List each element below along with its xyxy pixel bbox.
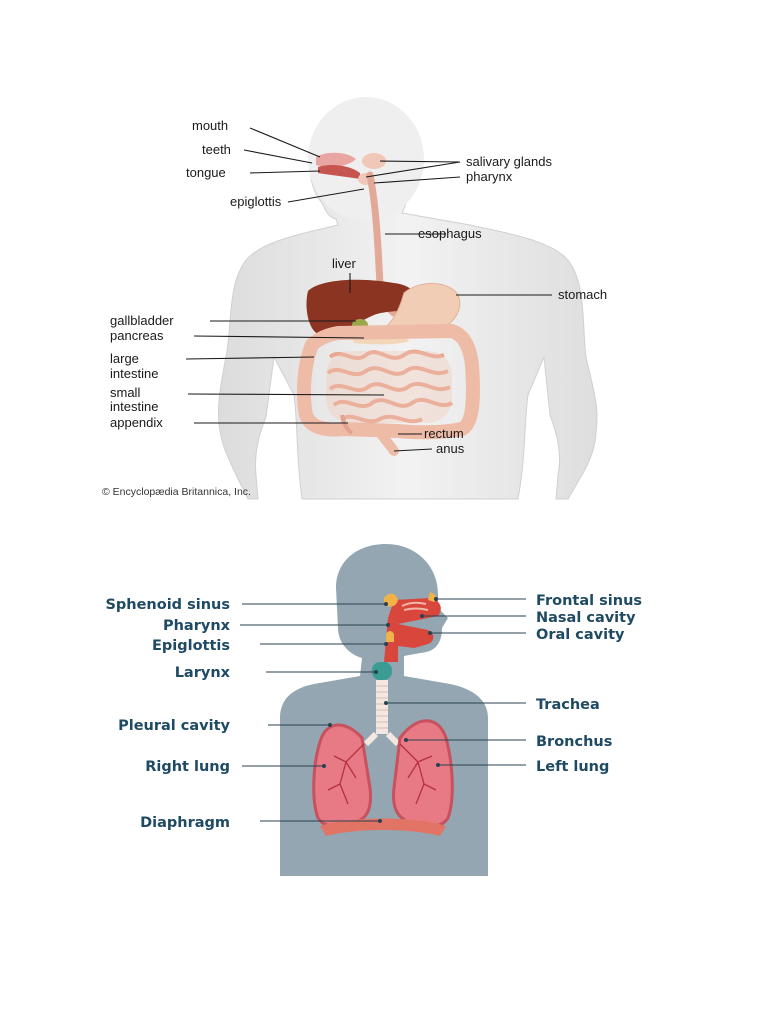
frontal-sinus-shape xyxy=(428,592,437,602)
salivary-gland-shape xyxy=(362,153,386,169)
left-lung-shape xyxy=(392,719,454,829)
label-pharynx: pharynx xyxy=(466,169,513,184)
copyright-notice: © Encyclopædia Britannica, Inc. xyxy=(102,486,251,498)
label-pleural-cavity: Pleural cavity xyxy=(118,718,230,734)
digestive-system-diagram: mouth teeth tongue epiglottis salivary g… xyxy=(98,95,668,500)
label-diaphragm: Diaphragm xyxy=(140,815,230,831)
respiratory-illustration: Sphenoid sinus Pharynx Epiglottis Larynx… xyxy=(105,544,642,876)
small-intestine-coils xyxy=(326,349,453,424)
tongue-shape xyxy=(318,165,360,179)
label-sphenoid-sinus: Sphenoid sinus xyxy=(105,597,230,613)
epiglottis-shape xyxy=(386,631,394,642)
label-nasal-cavity: Nasal cavity xyxy=(536,610,636,626)
label-salivary-glands: salivary glands xyxy=(466,154,552,169)
label-esophagus: esophagus xyxy=(418,226,482,241)
label-pharynx-resp: Pharynx xyxy=(163,618,231,634)
label-mouth: mouth xyxy=(192,118,228,133)
nasal-cavity-shape xyxy=(388,598,441,624)
digestive-illustration: mouth teeth tongue epiglottis salivary g… xyxy=(102,97,607,500)
digestive-leader-lines xyxy=(185,127,552,452)
label-stomach: stomach xyxy=(558,287,607,302)
trachea-shape xyxy=(363,680,401,747)
rectum-shape xyxy=(373,424,399,456)
label-small-intestine-1: small xyxy=(110,385,140,400)
label-larynx: Larynx xyxy=(175,665,231,681)
respiratory-system-diagram: Sphenoid sinus Pharynx Epiglottis Larynx… xyxy=(98,538,658,876)
label-rectum: rectum xyxy=(424,426,464,441)
label-bronchus: Bronchus xyxy=(536,734,612,750)
small-intestine-mass xyxy=(326,351,452,423)
label-large-intestine-1: large xyxy=(110,351,139,366)
label-appendix: appendix xyxy=(110,415,163,430)
label-right-lung: Right lung xyxy=(145,759,230,775)
appendix-shape xyxy=(340,414,354,435)
label-tongue: tongue xyxy=(186,165,226,180)
label-frontal-sinus: Frontal sinus xyxy=(536,593,642,609)
label-left-lung: Left lung xyxy=(536,759,609,775)
large-intestine-shape xyxy=(297,323,480,440)
oral-cavity-shape xyxy=(398,624,434,648)
label-small-intestine-2: intestine xyxy=(110,399,158,414)
diaphragm-shape xyxy=(320,818,446,836)
label-oral-cavity: Oral cavity xyxy=(536,627,625,643)
nasal-turbinates xyxy=(401,601,429,611)
label-gallbladder: gallbladder xyxy=(110,313,174,328)
label-large-intestine-2: intestine xyxy=(110,366,158,381)
label-trachea: Trachea xyxy=(536,697,600,713)
label-teeth: teeth xyxy=(202,142,231,157)
respiratory-leader-lines xyxy=(240,597,526,823)
mouth-shape xyxy=(316,152,356,167)
label-pancreas: pancreas xyxy=(110,328,164,343)
larynx-shape xyxy=(372,662,392,680)
label-epiglottis: epiglottis xyxy=(230,194,282,209)
bronchial-tree xyxy=(327,743,437,805)
label-liver: liver xyxy=(332,256,357,271)
label-anus: anus xyxy=(436,441,465,456)
label-epiglottis-resp: Epiglottis xyxy=(152,638,230,654)
